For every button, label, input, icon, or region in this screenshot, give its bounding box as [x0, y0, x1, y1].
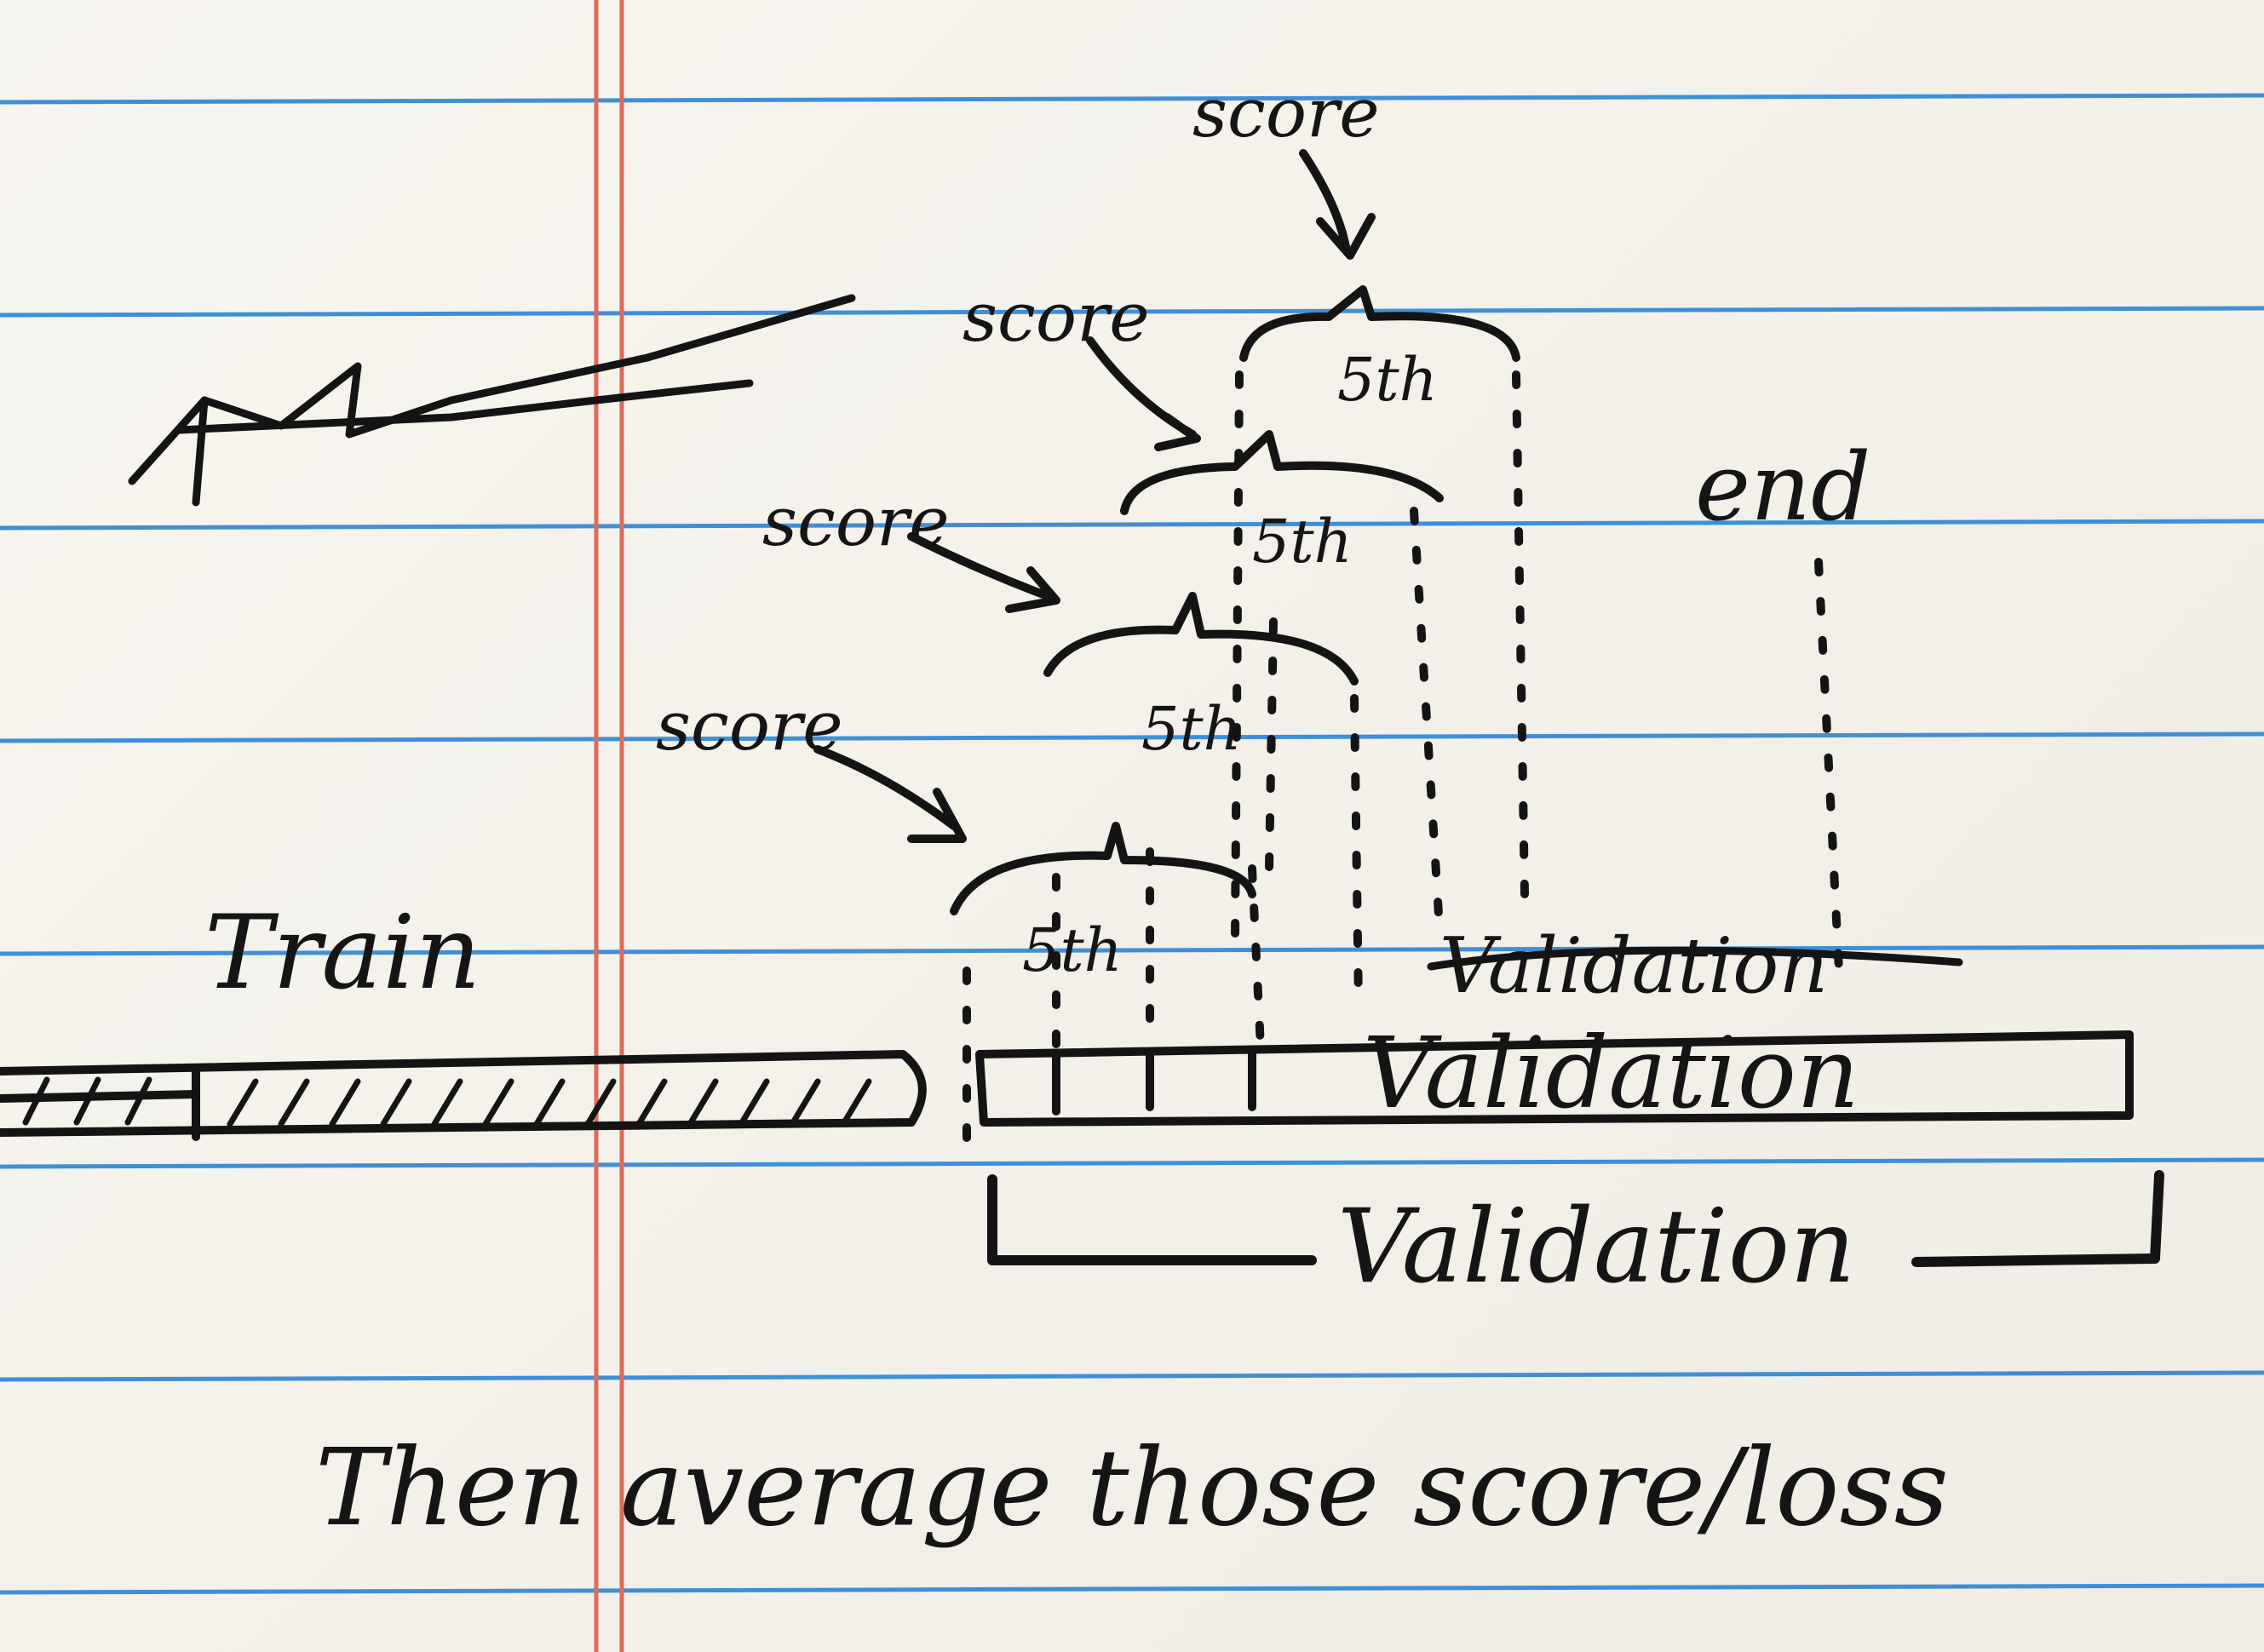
ruled-line [0, 944, 2264, 956]
validation-scribble: Validation [1439, 921, 1828, 1011]
margin-lines [594, 0, 624, 1652]
validation-bar [975, 1030, 2134, 1127]
arrow-4 [1299, 149, 1376, 260]
fold-braces [950, 285, 1520, 915]
end-label: end [1695, 433, 1870, 542]
arrow-1 [813, 745, 967, 843]
fold-label-2: 5th [1141, 694, 1242, 764]
ruled-line [0, 519, 2264, 531]
fold-brace-1 [950, 822, 1256, 915]
validation-scribble-strikethrough [1427, 946, 1963, 971]
fold-label-1: 5th [1022, 915, 1123, 985]
score-label-4: score [1192, 73, 1380, 152]
validation-bar-label: Validation [1363, 1017, 1859, 1131]
scribble-doodle [128, 294, 856, 507]
ruled-line [0, 93, 2264, 105]
score-label-3: score [962, 278, 1150, 357]
ruled-line [0, 731, 2264, 743]
score-label-2: score [762, 482, 950, 561]
footer-note: Then average those score/loss [315, 1426, 1949, 1550]
validation-bracket-label: Validation [1337, 1188, 1855, 1306]
fold-brace-4 [1239, 285, 1520, 362]
score-arrows [813, 149, 1376, 843]
ruled-line [0, 1583, 2264, 1595]
ruled-lines [0, 93, 2264, 1595]
ruled-line [0, 1370, 2264, 1382]
arrow-2 [907, 532, 1060, 613]
validation-bracket [987, 1170, 2164, 1267]
fold-brace-2 [1043, 592, 1359, 685]
train-hatching [22, 1076, 872, 1127]
fold-guides [962, 370, 1844, 1145]
ruled-line [0, 306, 2264, 318]
train-label: Train [204, 894, 481, 1012]
score-label-1: score [656, 686, 843, 766]
fold-label-4: 5th [1337, 345, 1438, 415]
fold-label-3: 5th [1252, 507, 1353, 576]
arrow-3 [1086, 336, 1201, 451]
fold-brace-3 [1120, 430, 1444, 515]
ruled-line [0, 1157, 2264, 1169]
train-bar [0, 1050, 927, 1141]
